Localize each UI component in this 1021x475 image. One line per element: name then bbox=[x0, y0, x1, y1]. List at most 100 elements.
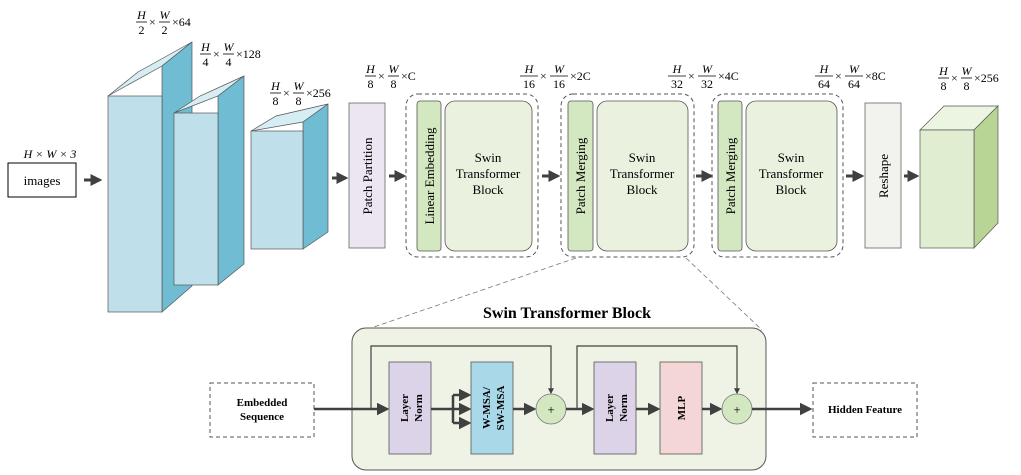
stage2-group bbox=[560, 93, 695, 258]
cnn-dims-2: H4×W4×128 bbox=[200, 40, 261, 69]
frac-times: × bbox=[213, 47, 220, 61]
frac-den: 8 bbox=[964, 79, 970, 93]
frac-suffix: ×256 bbox=[974, 71, 999, 85]
ln2-line1: Layer bbox=[604, 394, 616, 422]
swin3-line3: Block bbox=[775, 182, 807, 197]
swin3-line1: Swin bbox=[778, 150, 805, 165]
add1-plus: + bbox=[547, 402, 554, 417]
embedded-line1: Embedded bbox=[237, 397, 288, 409]
swin1-line2: Transformer bbox=[456, 166, 521, 181]
frac-den: 4 bbox=[226, 55, 232, 69]
frac-num: H bbox=[672, 62, 683, 76]
frac-den: 32 bbox=[701, 77, 713, 91]
stage1-group bbox=[405, 93, 539, 258]
frac-times: × bbox=[835, 69, 842, 83]
swin-block-1 bbox=[444, 100, 533, 252]
patch-merging-label-1: Patch Merging bbox=[573, 137, 588, 214]
frac-num: H bbox=[270, 79, 281, 93]
frac-den: 8 bbox=[941, 79, 947, 93]
patch-partition-box bbox=[348, 102, 386, 249]
embedded-sequence-box bbox=[209, 382, 315, 438]
frac-den: 8 bbox=[296, 94, 302, 108]
input-group: H × W × 3 images bbox=[7, 147, 77, 198]
input-dims: H × W × 3 bbox=[23, 147, 77, 161]
zoom-line-left bbox=[364, 257, 577, 331]
images-label: images bbox=[24, 173, 61, 188]
frac-num: H bbox=[200, 40, 211, 54]
wmsa-line2: SW-MSA bbox=[495, 386, 507, 431]
cnn-block-3 bbox=[250, 103, 329, 250]
frac-num: H bbox=[524, 62, 535, 76]
patch-partition-label: Patch Partition bbox=[360, 137, 375, 214]
skip-connection-1 bbox=[370, 345, 554, 409]
swin1-line3: Block bbox=[472, 182, 504, 197]
frac-num: W bbox=[389, 62, 400, 76]
patch-merging-box-1 bbox=[567, 100, 594, 252]
frac-times: × bbox=[283, 86, 290, 100]
frac-suffix: ×256 bbox=[306, 86, 331, 100]
frac-den: 4 bbox=[203, 55, 209, 69]
frac-suffix: ×8C bbox=[865, 69, 886, 83]
frac-num: H bbox=[365, 62, 376, 76]
mlp-label: MLP bbox=[676, 396, 688, 421]
cnn-block-2 bbox=[173, 75, 245, 286]
swin2-line3: Block bbox=[626, 182, 658, 197]
ln1-line2: Norm bbox=[413, 394, 425, 422]
frac-num: W bbox=[962, 64, 973, 78]
frac-times: × bbox=[951, 71, 958, 85]
hidden-feature-label: Hidden Feature bbox=[828, 404, 902, 416]
swin-block-2 bbox=[596, 100, 689, 252]
frac-times: × bbox=[688, 69, 695, 83]
frac-suffix: ×4C bbox=[718, 69, 739, 83]
frac-den: 8 bbox=[273, 94, 279, 108]
stage1-dims: H16×W16×2C bbox=[520, 62, 591, 91]
reshape-box bbox=[864, 102, 902, 249]
frac-num: W bbox=[224, 40, 235, 54]
stage3-dims: H64×W64×8C bbox=[815, 62, 886, 91]
frac-num: W bbox=[160, 8, 171, 22]
ln2-line2: Norm bbox=[618, 394, 630, 422]
linear-embedding-box bbox=[416, 100, 442, 252]
frac-num: W bbox=[702, 62, 713, 76]
cnn-dims-1: H2×W2×64 bbox=[136, 8, 191, 37]
swin-block-3 bbox=[745, 100, 838, 252]
swin1-line1: Swin bbox=[475, 150, 502, 165]
frac-times: × bbox=[540, 69, 547, 83]
frac-den: 2 bbox=[139, 23, 145, 37]
frac-times: × bbox=[149, 15, 156, 29]
cnn-dims-3: H8×W8×256 bbox=[270, 79, 331, 108]
stage3-group bbox=[711, 93, 844, 258]
frac-num: W bbox=[294, 79, 305, 93]
frac-den: 2 bbox=[162, 23, 168, 37]
frac-suffix: ×128 bbox=[236, 47, 261, 61]
frac-den: 16 bbox=[523, 77, 535, 91]
frac-den: 16 bbox=[553, 77, 565, 91]
mlp-box bbox=[659, 361, 703, 455]
frac-den: 32 bbox=[671, 77, 683, 91]
hidden-feature-box bbox=[812, 382, 918, 438]
pp-dims: H8×W8×C bbox=[365, 62, 416, 91]
layer-norm-1 bbox=[388, 361, 432, 455]
zoom-line-right bbox=[685, 257, 763, 331]
frac-den: 64 bbox=[818, 77, 830, 91]
detail-title: Swin Transformer Block bbox=[483, 305, 651, 322]
frac-suffix: ×C bbox=[401, 69, 416, 83]
swin2-line1: Swin bbox=[629, 150, 656, 165]
frac-times: × bbox=[378, 69, 385, 83]
frac-num: H bbox=[136, 8, 147, 22]
frac-den: 8 bbox=[368, 77, 374, 91]
frac-den: 8 bbox=[391, 77, 397, 91]
images-box bbox=[7, 162, 77, 198]
add2-plus: + bbox=[733, 402, 740, 417]
patch-merging-label-2: Patch Merging bbox=[723, 137, 738, 214]
swin2-line2: Transformer bbox=[610, 166, 675, 181]
ln1-line1: Layer bbox=[399, 394, 411, 422]
frac-suffix: ×2C bbox=[570, 69, 591, 83]
wmsa-line1: W-MSA/ bbox=[481, 386, 493, 429]
frac-num: H bbox=[938, 64, 949, 78]
skip-connection-2 bbox=[576, 345, 740, 409]
reshape-label: Reshape bbox=[876, 154, 891, 198]
frac-den: 64 bbox=[848, 77, 860, 91]
frac-suffix: ×64 bbox=[172, 15, 191, 29]
